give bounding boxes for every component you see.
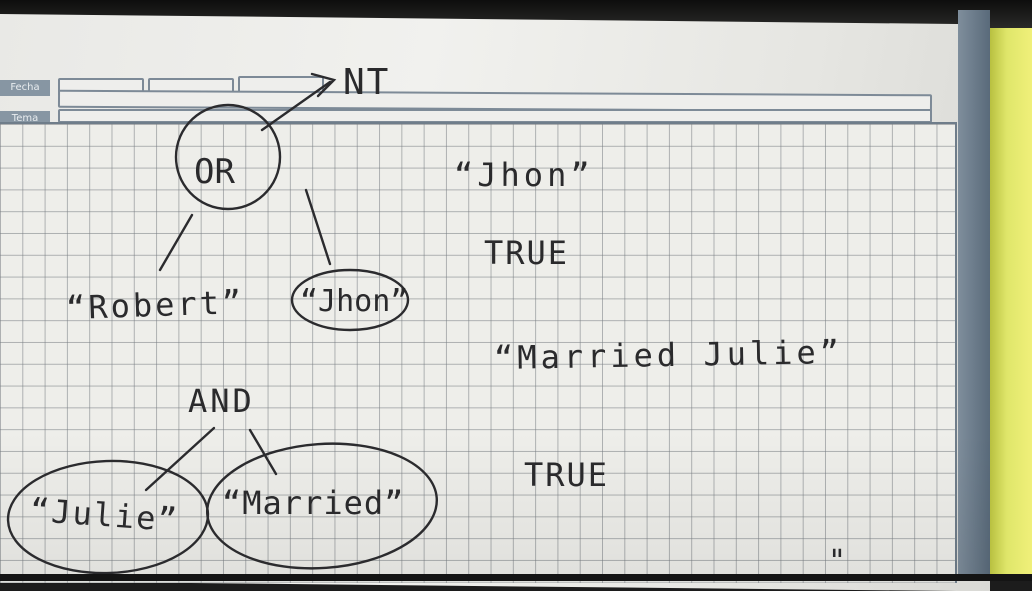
arrow-label: NT	[343, 62, 391, 103]
date-label: Fecha	[0, 80, 50, 96]
edge-and-left	[144, 426, 216, 492]
arrow-line	[260, 80, 332, 132]
grid-area	[0, 122, 957, 583]
jhon-leaf-circle	[290, 268, 410, 332]
arrow-head	[310, 72, 337, 98]
note-line-2: TRUE	[484, 234, 570, 272]
robert-leaf-label: “Robert”	[65, 282, 245, 328]
edge-and-right	[248, 428, 278, 476]
edge-or-left	[158, 213, 194, 272]
and-node-label: AND	[188, 382, 255, 420]
married-leaf-label: “Married”	[222, 484, 405, 522]
or-node-circle	[174, 103, 282, 211]
jhon-leaf-label: “Jhon”	[300, 284, 409, 319]
background-bottom	[0, 574, 1032, 581]
note-line-3: “Married Julie”	[493, 332, 844, 378]
note-line-5: "	[828, 544, 847, 579]
note-line-1: “Jhon”	[454, 156, 594, 194]
edge-or-right	[304, 188, 332, 266]
page-edge-yellow	[990, 28, 1032, 581]
married-leaf-circle	[205, 442, 439, 570]
note-line-4: TRUE	[524, 456, 610, 494]
notebook-binding	[958, 10, 990, 581]
page-shadow	[0, 430, 990, 581]
or-node-label: OR	[194, 152, 235, 192]
